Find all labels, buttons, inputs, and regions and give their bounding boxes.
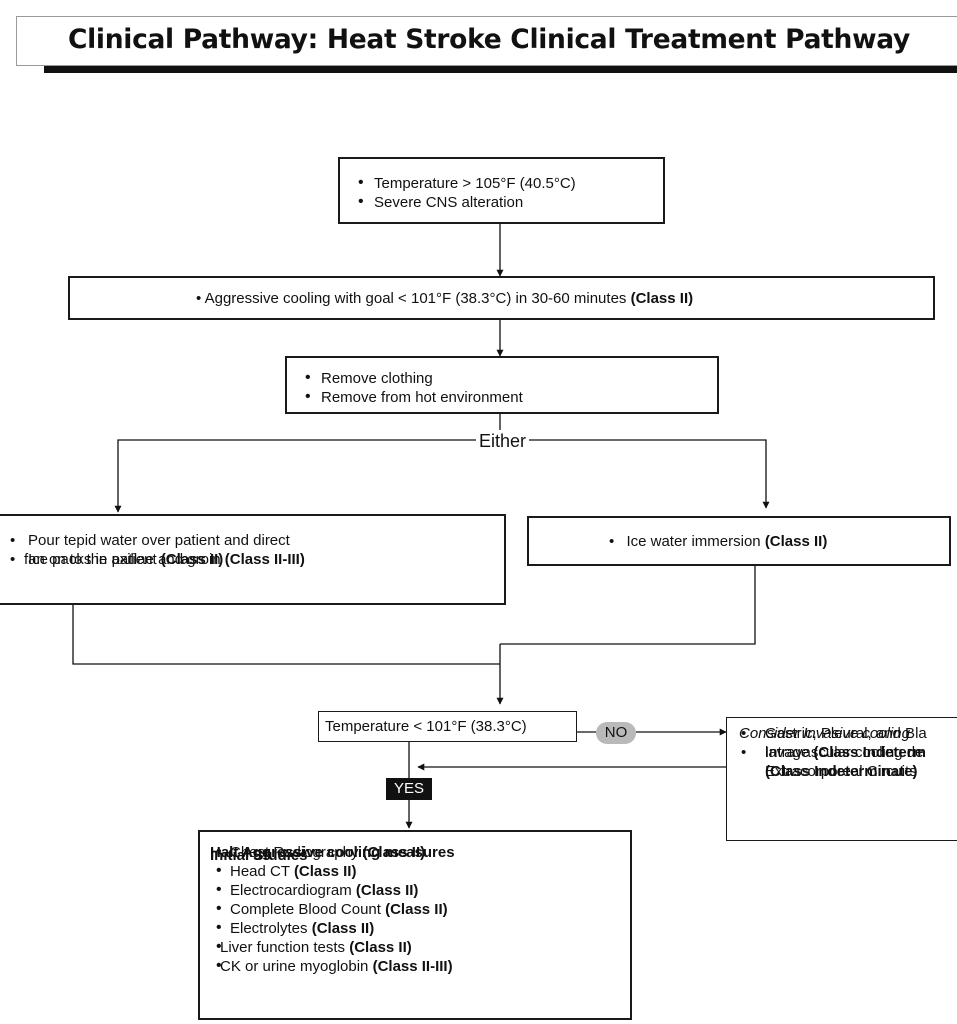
evidence-class: (Class II): [160, 551, 224, 568]
presentation-box: Temperature > 105°F (40.5°C) Severe CNS …: [338, 157, 665, 224]
study-item: Electrolytes (Class II): [210, 918, 630, 938]
connector-immersion-down: [500, 566, 756, 645]
measure-item: Remove from hot environment: [299, 387, 711, 407]
evidence-class: (Class II): [362, 844, 426, 861]
evaporative-cooling-box: • Pour tepid water over patient and dire…: [0, 514, 506, 605]
evidence-class: (Class II-III): [372, 958, 453, 975]
evidence-class: (Class II): [355, 882, 419, 899]
initial-measures-box: Remove clothing Remove from hot environm…: [285, 356, 719, 414]
invasive-item-line: Extracorporeal Circuits: [765, 763, 917, 780]
bullet-icon: •: [741, 725, 747, 742]
evidence-class: (Class Indeterminate): [765, 763, 918, 780]
evaporative-item-line: Ice packs in axillae and groin: [28, 551, 221, 568]
arrow-either-right: [500, 439, 770, 509]
temperature-check-box: Temperature < 101°F (38.3°C): [318, 711, 577, 742]
evidence-class: (Class II): [764, 533, 828, 550]
evaporative-item-line: Pour tepid water over patient and direct: [28, 532, 290, 549]
page-title: Clinical Pathway: Heat Stroke Clinical T…: [68, 24, 911, 55]
aggressive-cooling-box: • Aggressive cooling with goal < 101°F (…: [68, 276, 935, 320]
invasive-cooling-box: Consider Invasive cooling • Gastric, Ple…: [726, 717, 957, 841]
initial-studies-list: Chest Radiography (Class II) Head CT (Cl…: [210, 842, 630, 976]
study-item: Liver function tests (Class II): [210, 937, 630, 957]
title-banner: [16, 16, 957, 66]
aggressive-cooling-text: Aggressive cooling with goal < 101°F (38…: [204, 290, 627, 307]
ice-immersion-text: Ice water immersion: [626, 533, 761, 550]
study-item: Chest Radiography (Class II): [210, 842, 630, 862]
invasive-item-line: Intravascular cooling de: [765, 744, 924, 761]
evidence-class: (Class Indeterm: [813, 744, 926, 761]
bullet-icon: •: [10, 551, 16, 568]
evidence-class: (Class II): [630, 290, 694, 307]
connector-evaporative-down: [72, 604, 500, 665]
evidence-class: (Class II-III): [224, 551, 305, 568]
presentation-criterion: Temperature > 105°F (40.5°C): [352, 173, 657, 193]
invasive-item-line: Gastric, Pleural, and Bla: [765, 725, 927, 742]
study-item: Head CT (Class II): [210, 861, 630, 881]
ice-immersion-box: • Ice water immersion (Class II): [527, 516, 951, 566]
study-item: CK or urine myoglobin (Class II-III): [210, 956, 630, 976]
title-banner-shadow: [44, 66, 957, 73]
bullet-icon: •: [10, 532, 16, 549]
temperature-check-text: Temperature < 101°F (38.3°C): [325, 718, 527, 735]
measure-item: Remove clothing: [299, 368, 711, 388]
study-item: Complete Blood Count (Class II): [210, 899, 630, 919]
either-label: Either: [476, 430, 530, 452]
bullet-icon: •: [609, 533, 615, 550]
evaporative-item-line: fan on to the patient: [24, 551, 157, 568]
evidence-class: (Class II): [349, 939, 412, 956]
evidence-class: (Class II): [385, 901, 448, 918]
bullet-icon: •: [196, 290, 202, 307]
study-item: Electrocardiogram (Class II): [210, 880, 630, 900]
yes-branch-badge: YES: [386, 778, 432, 800]
evidence-class: (Class II): [293, 863, 357, 880]
evidence-class: (Class II): [311, 920, 375, 937]
invasive-item-line: lavage: [765, 744, 810, 761]
arrow-either-left: [114, 439, 500, 513]
bullet-icon: •: [741, 744, 747, 761]
halt-cooling-box: Halt Aggressive cooling measures Initial…: [198, 830, 632, 1020]
presentation-criterion: Severe CNS alteration: [352, 192, 657, 212]
no-branch-badge: NO: [596, 722, 636, 744]
invasive-heading: Consider Invasive cooling: [739, 725, 910, 742]
